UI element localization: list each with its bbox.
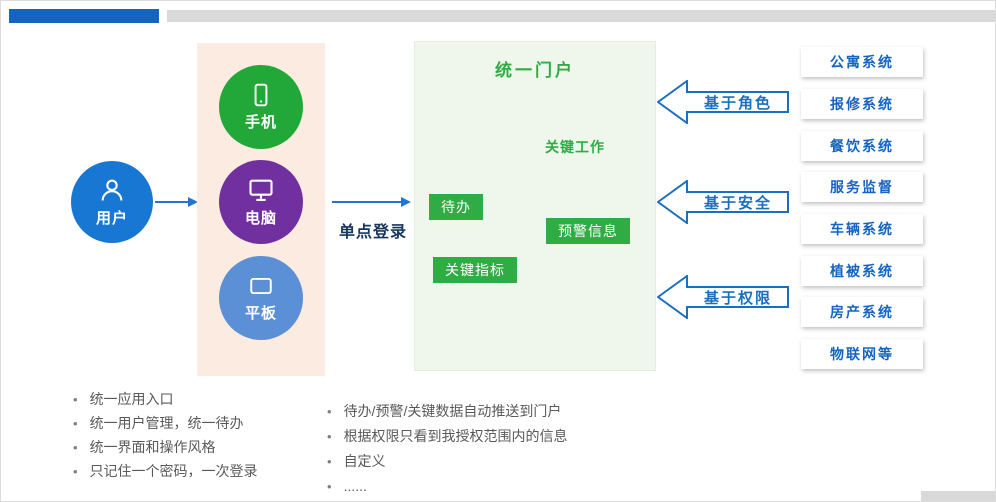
list-item: • 统一界面和操作风格 <box>73 438 258 462</box>
notes-middle-list: • 待办/预警/关键数据自动推送到门户 • 根据权限只看到我授权范围内的信息 •… <box>327 402 568 501</box>
portal-badge-alert: 预警信息 <box>546 218 630 244</box>
device-phone-label: 手机 <box>244 114 277 131</box>
bullet-icon: • <box>73 440 78 455</box>
left-block-arrow-icon <box>657 80 789 124</box>
user-node: 用户 <box>71 161 153 243</box>
system-box-realestate: 房产系统 <box>801 297 923 327</box>
device-computer-label: 电脑 <box>244 210 277 227</box>
phone-icon <box>254 83 268 107</box>
bullet-icon: • <box>73 392 78 407</box>
notes-left-list: • 统一应用入口 • 统一用户管理，统一待办 • 统一界面和操作风格 • 只记住… <box>73 390 258 486</box>
portal-title: 统一门户 <box>495 61 575 80</box>
bullet-icon: • <box>327 454 332 469</box>
bullet-icon: • <box>73 464 78 479</box>
sso-arrow <box>332 197 411 207</box>
device-tablet: 平板 <box>219 256 303 340</box>
list-item: • 只记住一个密码，一次登录 <box>73 462 258 486</box>
note-text: 待办/预警/关键数据自动推送到门户 <box>343 403 562 419</box>
top-blue-bar <box>9 9 159 23</box>
portal-badge-todo: 待办 <box>429 194 483 220</box>
system-box-iot: 物联网等 <box>801 339 923 369</box>
note-text: 只记住一个密码，一次登录 <box>89 463 258 479</box>
list-item: • 统一用户管理，统一待办 <box>73 414 258 438</box>
access-arrow-permission: 基于权限 <box>657 275 789 319</box>
list-item: • 统一应用入口 <box>73 390 258 414</box>
bullet-icon: • <box>327 404 332 419</box>
sso-label: 单点登录 <box>338 224 407 241</box>
list-item: • 根据权限只看到我授权范围内的信息 <box>327 427 568 452</box>
access-arrow-role-label: 基于角色 <box>703 94 772 112</box>
device-computer: 电脑 <box>219 160 303 244</box>
left-block-arrow-icon <box>657 275 789 319</box>
access-arrow-security-label: 基于安全 <box>703 194 772 212</box>
top-gray-bar <box>167 10 995 22</box>
access-arrow-permission-label: 基于权限 <box>703 289 772 307</box>
portal-key-work-label: 关键工作 <box>545 139 605 155</box>
device-phone: 手机 <box>219 65 303 149</box>
system-box-repair: 报修系统 <box>801 89 923 119</box>
tablet-icon <box>250 277 272 295</box>
access-arrow-role: 基于角色 <box>657 80 789 124</box>
device-tablet-label: 平板 <box>244 305 277 322</box>
list-item: • 自定义 <box>327 452 568 477</box>
user-icon <box>101 179 123 201</box>
note-text: 自定义 <box>343 453 386 469</box>
user-to-devices-arrow <box>155 197 198 207</box>
list-item: • 待办/预警/关键数据自动推送到门户 <box>327 402 568 427</box>
system-box-catering: 餐饮系统 <box>801 131 923 161</box>
note-text: 统一应用入口 <box>89 391 174 407</box>
bottom-right-bar <box>921 491 995 501</box>
system-box-vehicle: 车辆系统 <box>801 214 923 244</box>
note-text: 统一界面和操作风格 <box>89 439 216 455</box>
note-text: ...... <box>343 478 367 494</box>
bullet-icon: • <box>327 479 332 494</box>
system-box-apartment: 公寓系统 <box>801 47 923 77</box>
list-item: • ...... <box>327 477 568 501</box>
user-label: 用户 <box>95 210 128 227</box>
note-text: 统一用户管理，统一待办 <box>89 415 244 431</box>
note-text: 根据权限只看到我授权范围内的信息 <box>343 428 568 444</box>
system-box-vegetation: 植被系统 <box>801 256 923 286</box>
computer-icon <box>249 179 273 201</box>
bullet-icon: • <box>73 416 78 431</box>
bullet-icon: • <box>327 429 332 444</box>
left-block-arrow-icon <box>657 180 789 224</box>
access-arrow-security: 基于安全 <box>657 180 789 224</box>
portal-badge-kpi: 关键指标 <box>433 257 517 283</box>
system-box-service: 服务监督 <box>801 172 923 202</box>
